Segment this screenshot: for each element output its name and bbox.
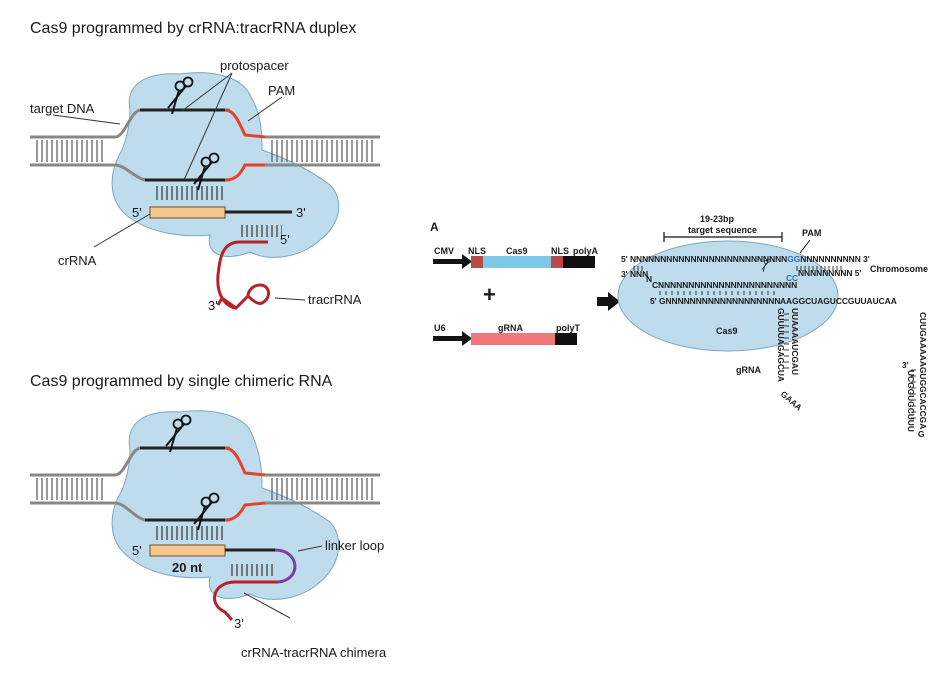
chimeric-rna — [149, 526, 297, 621]
label-protospacer: protospacer — [220, 58, 289, 73]
cas9-ellipse — [617, 240, 839, 352]
target-bracket — [663, 232, 783, 242]
label-crrna: crRNA — [58, 253, 97, 268]
panel-letter: A — [430, 220, 439, 234]
label-target-dna: target DNA — [30, 101, 95, 116]
construct-cas9: CMV NLS Cas9 NLS polyA — [433, 246, 599, 269]
label-3prime: 3' — [234, 616, 244, 631]
label-3prime: 3' — [296, 205, 306, 220]
label-chimera: crRNA-tracrRNA chimera — [241, 645, 387, 660]
seq-bottom: NNNNNNNNN 5' — [798, 268, 861, 278]
label-5prime: 5' — [280, 232, 290, 247]
title-chimeric: Cas9 programmed by single chimeric RNA — [30, 373, 333, 390]
seq-hairpin-down: CUUGAAAAAGUGGCACCGA — [918, 312, 928, 429]
label-pam-right: PAM — [802, 228, 821, 238]
arrow-icon — [597, 292, 620, 311]
label-linker-loop: linker loop — [325, 538, 384, 553]
label-3prime: 3' — [208, 298, 218, 313]
seq-bottom-cc: CC — [786, 273, 798, 283]
cas9-protein-chimeric — [111, 410, 340, 600]
callout-lines-duplex — [52, 72, 306, 301]
seq-guide: 5' GNNNNNNNNNNNNNNNNNNN — [650, 296, 780, 306]
tracrrna-duplex — [216, 225, 282, 310]
crrna-duplex — [149, 186, 292, 219]
seq-guide-tail: AAGGCUAGUCCGUUAUCAA — [780, 296, 897, 306]
label-chromosome: Chromosome — [870, 264, 928, 274]
seq-loop: GAAA — [779, 389, 804, 413]
label-cas9-gene: Cas9 — [506, 246, 528, 256]
seq-top: 5' NNNNNNNNNNNNNNNNNNNNNNNNNNGGNNNNNNNNN… — [621, 254, 870, 264]
label-nls: NLS — [551, 246, 569, 256]
seq-bottom: N — [646, 274, 652, 284]
hairpin-ticks — [911, 369, 916, 419]
label-nls: NLS — [468, 246, 486, 256]
stem-ticks — [784, 313, 789, 369]
title-duplex: Cas9 programmed by crRNA:tracrRNA duplex — [30, 20, 356, 37]
seq-3prime-right: 3' — [902, 360, 909, 370]
label-5prime: 5' — [132, 205, 142, 220]
label-polya: polyA — [573, 246, 599, 256]
label-20nt: 20 nt — [172, 560, 203, 575]
label-u6: U6 — [434, 323, 446, 333]
construct-grna: U6 gRNA polyT — [433, 323, 581, 346]
bracket-label: 19-23bp — [700, 214, 735, 224]
seq-hairpin-g: G — [918, 429, 925, 439]
plus-sign: + — [483, 282, 496, 307]
label-grna-gene: gRNA — [498, 323, 523, 333]
label-polyt: polyT — [556, 323, 581, 333]
label-5prime: 5' — [132, 543, 142, 558]
label-cas9: Cas9 — [716, 326, 738, 336]
label-tracrrna: tracrRNA — [308, 292, 362, 307]
target-dna-chimeric — [30, 446, 380, 522]
bracket-label: target sequence — [688, 225, 757, 235]
seq-stem-right: UUAAAAUCGAU — [790, 308, 800, 375]
label-cmv: CMV — [434, 246, 454, 256]
base-pair-ticks — [633, 266, 842, 271]
seq-bottom: 3' NNN — [621, 269, 648, 279]
seq-stem-left: GUUUUAGAGCUA — [776, 308, 786, 382]
callout-lines-chimeric — [243, 545, 323, 619]
seq-hairpin-up: UCGGUGCUUU — [906, 370, 916, 432]
guide-ticks — [659, 291, 775, 295]
seq-bottom: CNNNNNNNNNNNNNNNNNNNNNNN — [652, 280, 797, 290]
label-grna: gRNA — [736, 365, 761, 375]
label-pam: PAM — [268, 83, 295, 98]
